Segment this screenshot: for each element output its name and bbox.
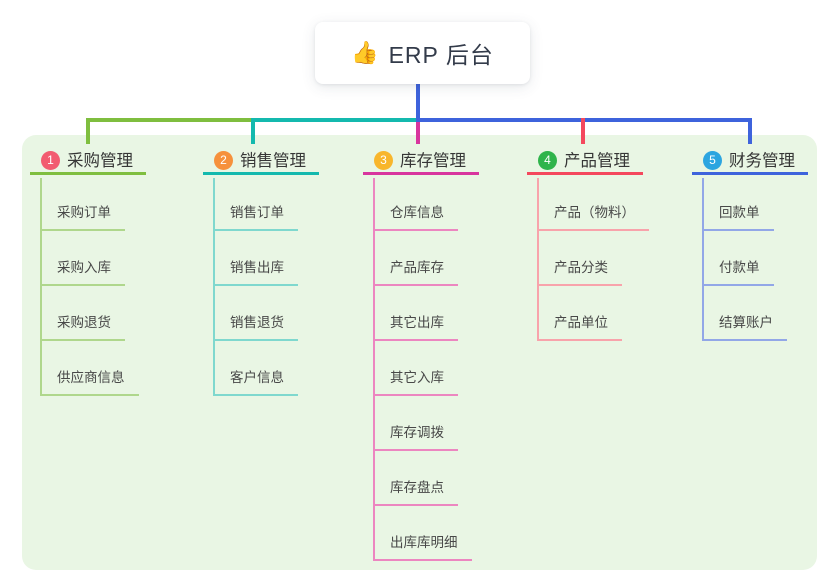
branch-node-label: 财务管理 [729, 152, 795, 170]
child-node[interactable]: 销售订单 [213, 203, 298, 231]
child-node[interactable]: 供应商信息 [40, 368, 139, 396]
branch-child-connector [373, 178, 375, 561]
child-node[interactable]: 客户信息 [213, 368, 298, 396]
child-node[interactable]: 库存调拨 [373, 423, 458, 451]
child-node[interactable]: 产品（物料） [537, 203, 649, 231]
branch-child-connector [213, 178, 215, 396]
root-node-label: ERP 后台 [388, 42, 494, 68]
connector-drop-line [251, 118, 255, 144]
branch-number-badge: 1 [41, 151, 60, 170]
child-node[interactable]: 采购订单 [40, 203, 125, 231]
branch-node-label: 销售管理 [240, 152, 306, 170]
branch-child-connector [702, 178, 704, 341]
child-node[interactable]: 产品单位 [537, 313, 622, 341]
child-node[interactable]: 销售退货 [213, 313, 298, 341]
child-node[interactable]: 结算账户 [702, 313, 787, 341]
child-node[interactable]: 其它入库 [373, 368, 458, 396]
branch-number-badge: 3 [374, 151, 393, 170]
child-node[interactable]: 付款单 [702, 258, 774, 286]
branch-node[interactable]: 5 财务管理 [692, 147, 808, 175]
branch-node-label: 产品管理 [564, 152, 630, 170]
branch-number-badge: 2 [214, 151, 233, 170]
connector-horizontal-line [86, 118, 253, 122]
child-node[interactable]: 销售出库 [213, 258, 298, 286]
branch-node[interactable]: 4 产品管理 [527, 147, 643, 175]
child-node[interactable]: 库存盘点 [373, 478, 458, 506]
branch-child-connector [40, 178, 42, 396]
root-node[interactable]: 👍 ERP 后台 [315, 22, 530, 84]
branch-node-label: 库存管理 [400, 152, 466, 170]
branch-node[interactable]: 3 库存管理 [363, 147, 479, 175]
branches-panel [22, 135, 817, 570]
child-node[interactable]: 采购入库 [40, 258, 125, 286]
branch-number-badge: 4 [538, 151, 557, 170]
branch-child-connector [537, 178, 539, 341]
child-node[interactable]: 产品库存 [373, 258, 458, 286]
root-connector-line [416, 84, 420, 122]
connector-drop-line [748, 118, 752, 144]
connector-horizontal-line [418, 118, 752, 122]
branch-node-label: 采购管理 [67, 152, 133, 170]
branch-node[interactable]: 2 销售管理 [203, 147, 319, 175]
child-node[interactable]: 采购退货 [40, 313, 125, 341]
connector-drop-line [86, 118, 90, 144]
branch-number-badge: 5 [703, 151, 722, 170]
branch-node[interactable]: 1 采购管理 [30, 147, 146, 175]
child-node[interactable]: 回款单 [702, 203, 774, 231]
child-node[interactable]: 仓库信息 [373, 203, 458, 231]
thumbs-up-icon: 👍 [351, 40, 380, 65]
connector-drop-line [581, 118, 585, 144]
connector-horizontal-line [253, 118, 418, 122]
child-node[interactable]: 出库库明细 [373, 533, 472, 561]
connector-drop-line [416, 122, 420, 144]
child-node[interactable]: 其它出库 [373, 313, 458, 341]
child-node[interactable]: 产品分类 [537, 258, 622, 286]
